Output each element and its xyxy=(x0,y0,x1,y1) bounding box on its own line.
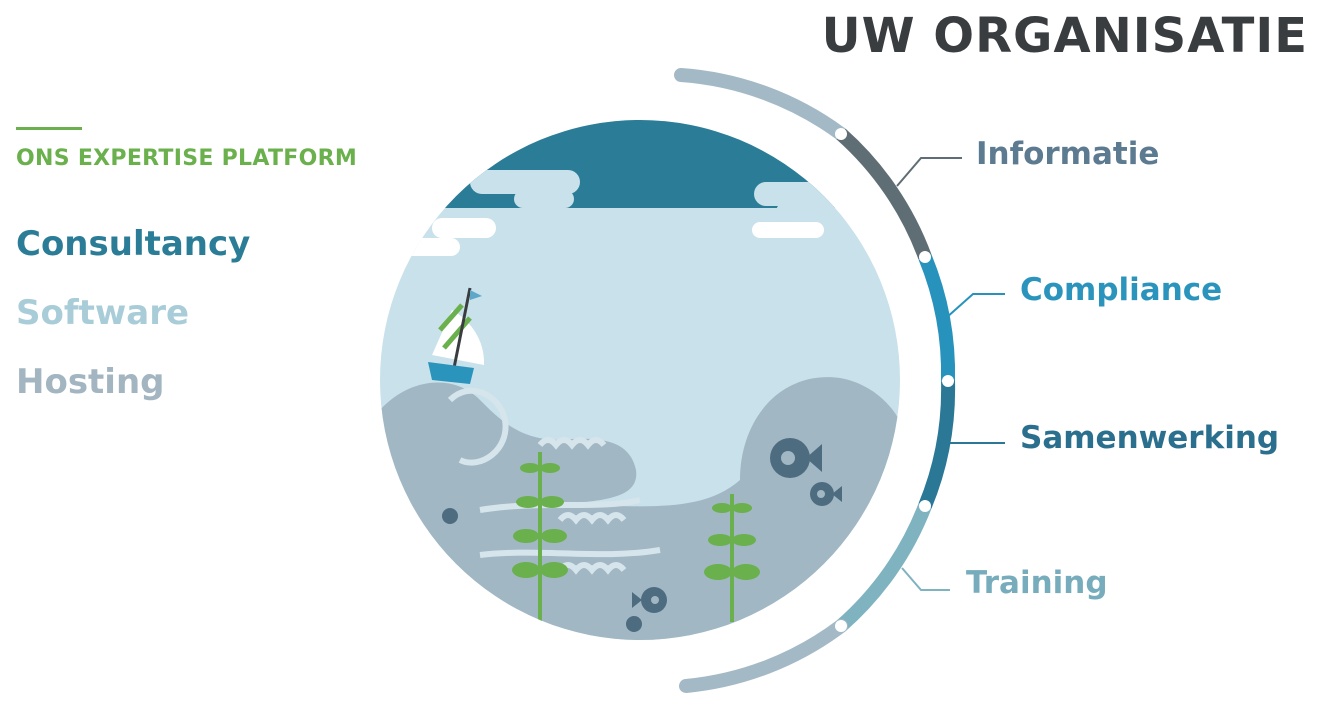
seaweed-icon xyxy=(704,494,760,622)
service-software: Software xyxy=(16,293,190,333)
ring-label-samenwerking: Samenwerking xyxy=(1020,420,1280,456)
ring-segment-samenwerking xyxy=(918,380,956,509)
connector-line xyxy=(901,567,950,591)
connector-line xyxy=(945,293,1005,319)
ring-label-compliance: Compliance xyxy=(1020,272,1223,308)
organisation-ring xyxy=(674,68,1005,693)
ring-label-training: Training xyxy=(966,565,1108,601)
accent-divider xyxy=(16,127,82,130)
service-hosting: Hosting xyxy=(16,362,165,402)
ring-label-informatie: Informatie xyxy=(976,136,1160,172)
connector-line xyxy=(896,157,962,187)
page-title: UW ORGANISATIE xyxy=(821,8,1308,64)
fish-icon xyxy=(442,438,842,632)
ring-segment-compliance xyxy=(918,254,956,382)
sailboat-icon xyxy=(428,287,485,384)
service-consultancy: Consultancy xyxy=(16,224,251,264)
ring-segment-bottom xyxy=(679,619,848,693)
ring-segment-informatie xyxy=(836,128,932,260)
seaweed-icon xyxy=(512,452,568,622)
ocean-illustration xyxy=(380,120,900,640)
wave-icon xyxy=(447,387,661,575)
ring-node xyxy=(835,128,954,632)
ring-segment-top xyxy=(674,68,848,141)
platform-heading: ONS EXPERTISE PLATFORM xyxy=(16,146,358,171)
ring-segment-training xyxy=(836,503,932,632)
